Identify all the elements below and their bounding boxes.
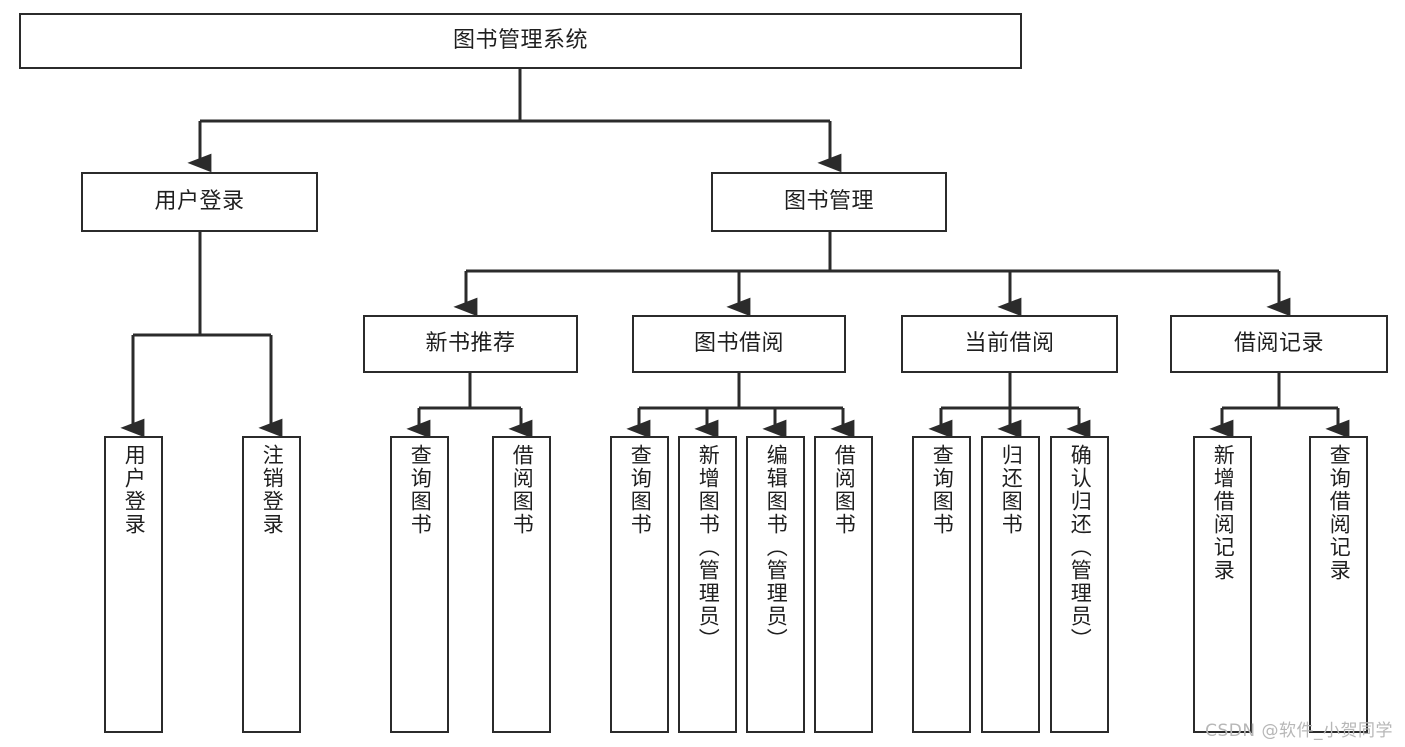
node-label: 图书管理: [783, 189, 874, 215]
node-leaf-borrow-book-2[interactable]: 借阅图书: [814, 436, 873, 733]
node-label: 注销登录: [260, 444, 285, 536]
node-label: 图书借阅: [693, 331, 784, 357]
node-label: 借阅图书: [510, 444, 535, 536]
node-user-login[interactable]: 用户登录: [81, 172, 318, 232]
node-leaf-user-login[interactable]: 用户登录: [104, 436, 163, 733]
node-label: 编辑图书（管理员）: [764, 444, 789, 651]
node-leaf-query-book-2[interactable]: 查询图书: [610, 436, 669, 733]
node-leaf-logout-login[interactable]: 注销登录: [242, 436, 301, 733]
node-label: 查询借阅记录: [1327, 444, 1352, 582]
node-leaf-query-book-1[interactable]: 查询图书: [390, 436, 449, 733]
node-label: 新增图书（管理员）: [696, 444, 721, 651]
node-leaf-return-book[interactable]: 归还图书: [981, 436, 1040, 733]
node-leaf-borrow-book-1[interactable]: 借阅图书: [492, 436, 551, 733]
node-label: 归还图书: [999, 444, 1024, 536]
node-label: 新书推荐: [425, 331, 516, 357]
node-root-book-management-system[interactable]: 图书管理系统: [19, 13, 1022, 69]
csdn-watermark: CSDN @软件_小贺同学: [1205, 721, 1393, 741]
node-leaf-query-borrow-record[interactable]: 查询借阅记录: [1309, 436, 1368, 733]
node-borrow-record[interactable]: 借阅记录: [1170, 315, 1388, 373]
node-leaf-query-book-3[interactable]: 查询图书: [912, 436, 971, 733]
node-leaf-add-book-admin[interactable]: 新增图书（管理员）: [678, 436, 737, 733]
node-leaf-edit-book-admin[interactable]: 编辑图书（管理员）: [746, 436, 805, 733]
node-leaf-add-borrow-record[interactable]: 新增借阅记录: [1193, 436, 1252, 733]
node-label: 查询图书: [628, 444, 653, 536]
node-label: 借阅记录: [1233, 331, 1324, 357]
node-book-management[interactable]: 图书管理: [711, 172, 947, 232]
node-current-borrow[interactable]: 当前借阅: [901, 315, 1118, 373]
node-label: 新增借阅记录: [1211, 444, 1236, 582]
node-label: 确认归还（管理员）: [1068, 444, 1093, 651]
node-label: 借阅图书: [832, 444, 857, 536]
node-label: 用户登录: [154, 189, 245, 215]
node-label: 查询图书: [408, 444, 433, 536]
node-book-borrow[interactable]: 图书借阅: [632, 315, 846, 373]
node-label: 图书管理系统: [452, 28, 588, 54]
node-label: 用户登录: [122, 444, 147, 536]
node-new-book-recommend[interactable]: 新书推荐: [363, 315, 578, 373]
node-label: 查询图书: [930, 444, 955, 536]
node-label: 当前借阅: [964, 331, 1055, 357]
node-leaf-confirm-return-admin[interactable]: 确认归还（管理员）: [1050, 436, 1109, 733]
